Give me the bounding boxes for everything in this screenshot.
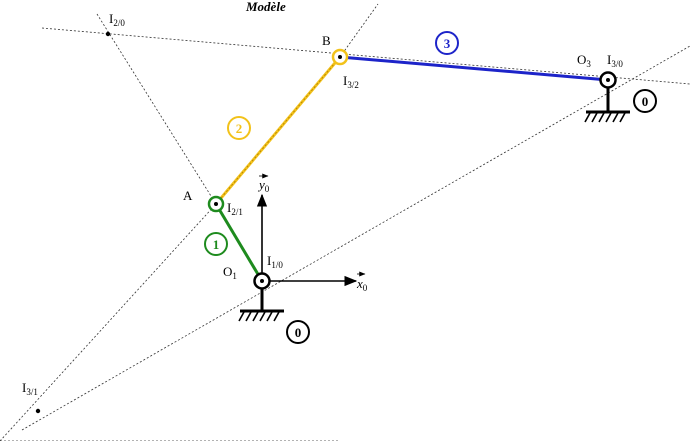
y0-axis-label: y0	[257, 173, 270, 194]
frame-0-bubble-o3: 0	[633, 89, 657, 113]
label-o1: O1	[223, 264, 237, 281]
solid-2-label: 2	[236, 121, 243, 136]
line-b-extension	[339, 3, 379, 58]
x0-axis-label: x0	[356, 271, 368, 293]
solid-1-bubble: 1	[204, 232, 228, 256]
link-3	[339, 55, 609, 82]
label-i31: I3/1	[22, 380, 38, 397]
frame-0-label-o1: 0	[295, 325, 302, 340]
joint-b-dot	[338, 55, 342, 59]
icr-i20-point	[105, 31, 111, 37]
construction-lines	[0, 3, 690, 441]
solid-2-bubble: 2	[227, 116, 251, 140]
joint-a-dot	[214, 202, 218, 206]
solid-3-bubble: 3	[435, 31, 459, 55]
label-a: A	[183, 188, 193, 203]
ground-pivot-o3	[584, 71, 630, 123]
link-2-centerline	[215, 56, 341, 205]
line-i20-b-i30	[41, 27, 690, 85]
label-i32: I3/2	[343, 73, 359, 90]
line-i31-a	[0, 203, 217, 441]
label-i30: I3/0	[607, 52, 623, 69]
label-i21: I2/1	[227, 200, 243, 217]
line-i31-o1-i30	[21, 45, 690, 431]
ground-pivot-o1	[238, 272, 284, 322]
diagram-title: Modèle	[245, 0, 286, 14]
solid-3-label: 3	[444, 36, 451, 51]
frame-0-label-o3: 0	[642, 94, 649, 109]
icr-i31-point	[35, 408, 41, 414]
link-1	[214, 203, 264, 282]
line-i20-a	[96, 13, 217, 205]
label-i20: I2/0	[109, 11, 125, 28]
svg-text:y0: y0	[257, 177, 270, 194]
frame-0-bubble-o1: 0	[286, 320, 310, 344]
label-o3: O3	[577, 52, 591, 69]
svg-text:x0: x0	[356, 276, 368, 293]
solid-1-label: 1	[213, 237, 220, 252]
label-b: B	[322, 33, 331, 48]
label-i10: I1/0	[267, 253, 283, 270]
